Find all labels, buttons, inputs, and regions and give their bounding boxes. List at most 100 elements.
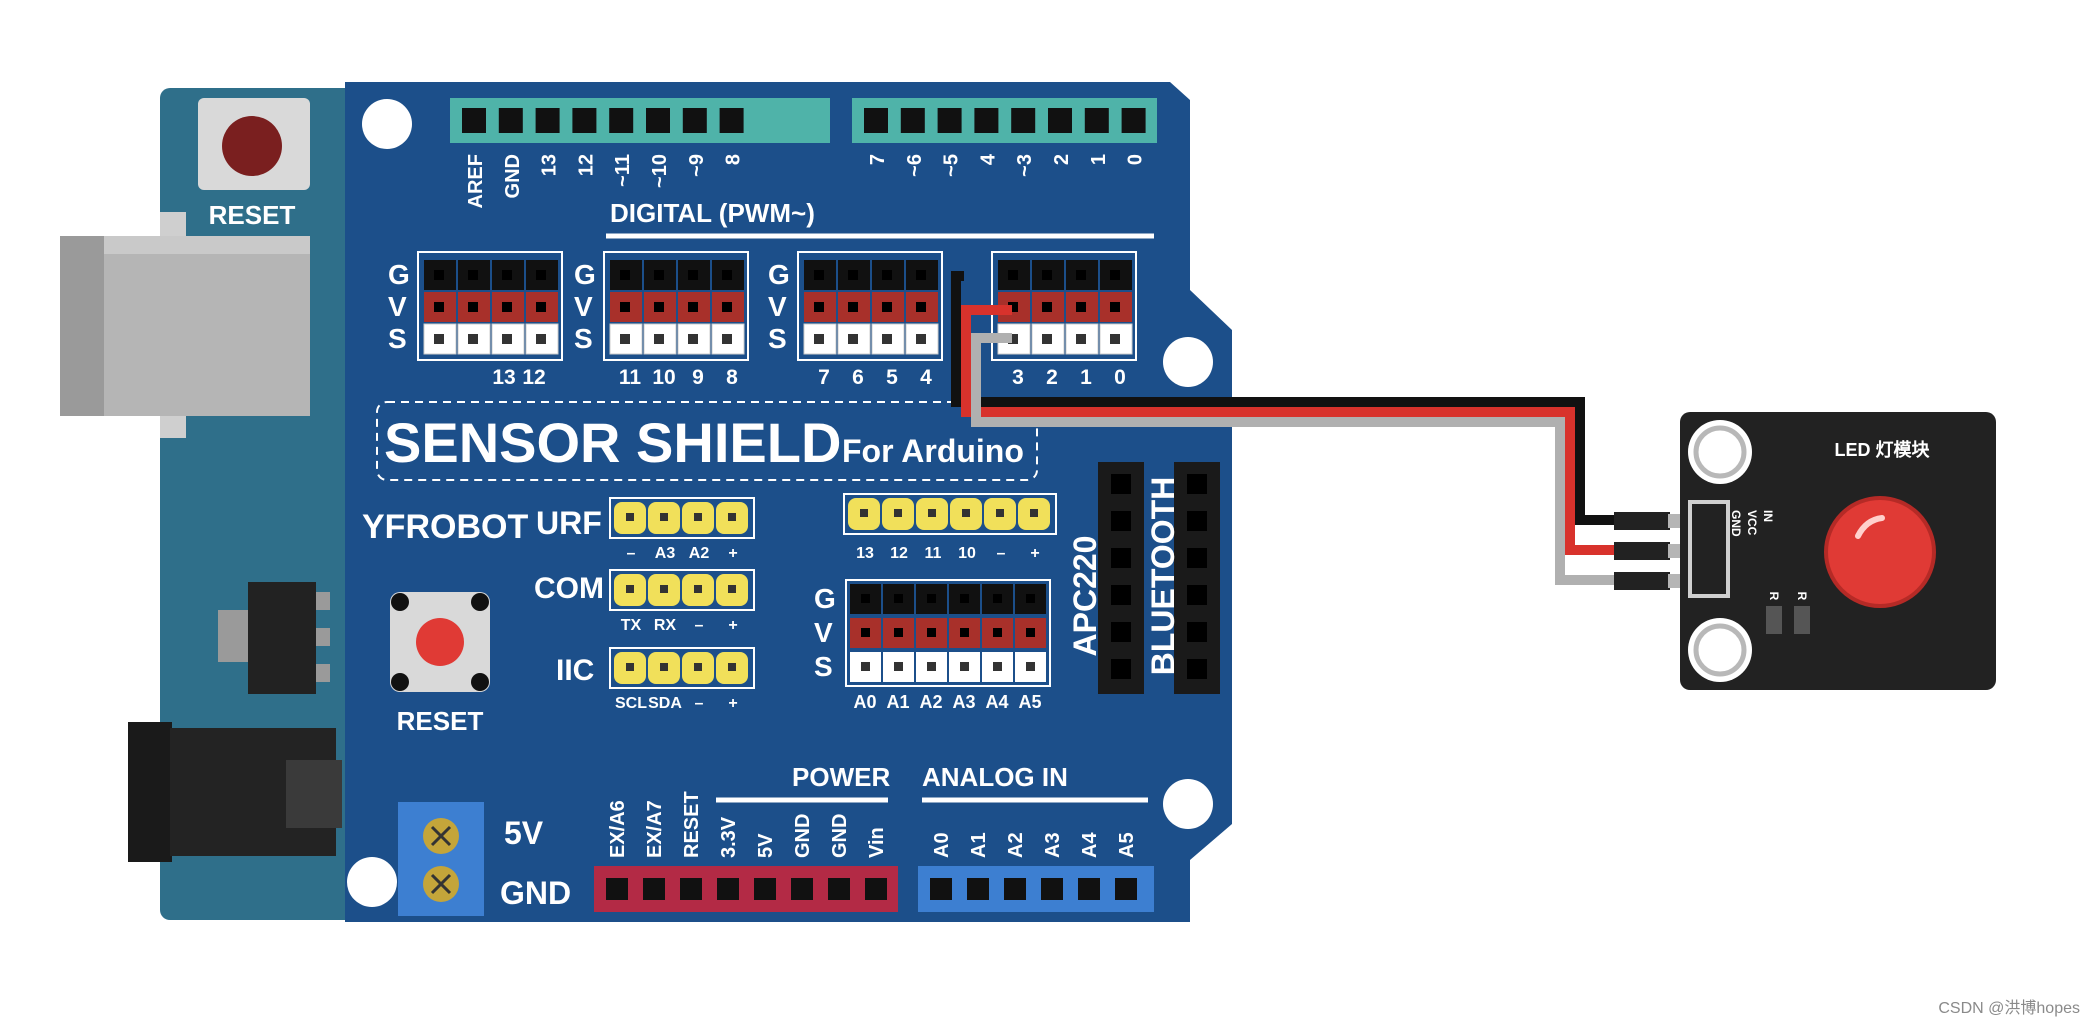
pin-hole: [1076, 334, 1086, 344]
apc220-pin: [1111, 474, 1131, 494]
gvs-header-frame: [797, 251, 943, 361]
pin-hole: [927, 628, 936, 637]
pin-hole: [1008, 270, 1018, 280]
analog-gvs-label: A4: [985, 692, 1008, 712]
analog-gvs-label: A1: [886, 692, 909, 712]
shield-reset-label: RESET: [397, 706, 484, 736]
digital-pin-label: 4: [977, 153, 999, 165]
pin-hole: [1008, 334, 1018, 344]
digital-pin-label: 2: [1051, 154, 1073, 165]
digital-pin-label: 1: [1088, 154, 1110, 165]
pin-hole: [962, 509, 970, 517]
pin-hole: [468, 334, 478, 344]
pin-hole: [814, 302, 824, 312]
led-lamp: [1824, 496, 1936, 608]
power-pin-label: EX/A6: [607, 800, 629, 858]
jumper-pin-label: SCL: [615, 695, 647, 712]
wire-signal: [971, 333, 1620, 585]
power-pin: [865, 878, 887, 900]
gvs-letter: V: [768, 291, 787, 322]
bluetooth-pin: [1187, 511, 1207, 531]
gvs-pin-label: 3: [1012, 366, 1024, 389]
analog-pin: [967, 878, 989, 900]
analog-pin-label: A3: [1042, 832, 1064, 858]
urf-label: URF: [536, 505, 602, 541]
jumper-pin-label: SDA: [648, 695, 682, 712]
analog-gvs-label: A3: [952, 692, 975, 712]
pin-hole: [960, 594, 969, 603]
dc-jack: [128, 722, 172, 862]
jumper-pin-label: –: [695, 695, 704, 712]
pin-hole: [536, 270, 546, 280]
digital-pin: [498, 108, 523, 133]
pin-hole: [960, 628, 969, 637]
apc220-pin: [1111, 659, 1131, 679]
pin-hole: [882, 302, 892, 312]
pin-hole: [861, 594, 870, 603]
pin-hole: [894, 628, 903, 637]
pin-hole: [1110, 334, 1120, 344]
power-pin: [791, 878, 813, 900]
pin-hole: [860, 509, 868, 517]
jumper-pin-label: 11: [925, 545, 942, 562]
digital-pin-label: 13: [539, 154, 561, 176]
gvs-pin-label: 8: [726, 366, 738, 389]
gvs-pin: [491, 323, 525, 355]
pin-hole: [434, 334, 444, 344]
digital-pin: [1121, 108, 1146, 133]
gvs-pin-label: 9: [692, 366, 704, 389]
shield-title: SENSOR SHIELD: [384, 411, 841, 474]
pin-hole: [894, 509, 902, 517]
analog-pin-label: A2: [1005, 832, 1027, 858]
pin-hole: [848, 302, 858, 312]
analog-pin: [1041, 878, 1063, 900]
gvs-letter: G: [768, 259, 790, 290]
terminal-5v-label: 5V: [504, 815, 544, 851]
jumper-frame: [609, 497, 755, 539]
pin-hole: [928, 509, 936, 517]
digital-pin: [535, 108, 560, 133]
digital-pin: [719, 108, 744, 133]
pin-hole: [993, 662, 1002, 671]
pin-hole: [1026, 594, 1035, 603]
pin-hole: [814, 334, 824, 344]
gvs-letter: G: [814, 583, 836, 614]
apc220-header: [1098, 462, 1144, 694]
pin-hole: [722, 302, 732, 312]
power-pin-label: GND: [792, 814, 814, 858]
pin-hole: [688, 270, 698, 280]
pin-hole: [660, 513, 668, 521]
analog-pin-label: A4: [1079, 832, 1101, 858]
digital-pin: [1011, 108, 1036, 133]
jumper-pin-label: –: [997, 545, 1006, 562]
jumper-pin-label: +: [1030, 545, 1039, 562]
pin-hole: [536, 302, 546, 312]
pin-hole: [1110, 302, 1120, 312]
pin-hole: [654, 334, 664, 344]
pin-hole: [1030, 509, 1038, 517]
pin-hole: [916, 302, 926, 312]
power-pin: [606, 878, 628, 900]
module-title: LED 灯模块: [1834, 439, 1930, 460]
pin-hole: [996, 509, 1004, 517]
analog-pin: [930, 878, 952, 900]
gvs-letter: G: [388, 259, 410, 290]
digital-pin: [1048, 108, 1072, 133]
mount-hole: [1163, 779, 1213, 829]
jumper-pin-label: –: [695, 617, 704, 634]
digital-pin-label: AREF: [465, 154, 487, 208]
pin-hole: [927, 662, 936, 671]
power-pin: [643, 878, 665, 900]
mount-hole: [347, 857, 397, 907]
gvs-pin: [643, 323, 677, 355]
jumper-pin-label: 10: [958, 545, 976, 562]
digital-pin-label: 7: [867, 154, 889, 165]
bluetooth-pin: [1187, 585, 1207, 605]
jumper-pin-label: TX: [621, 617, 642, 634]
gvs-pin-label: 5: [886, 366, 898, 389]
voltage-regulator: [248, 582, 316, 694]
wire-vcc: [961, 305, 1620, 555]
apc220-label: APC220: [1067, 536, 1103, 657]
pin-hole: [502, 270, 512, 280]
resistor-label: R: [1795, 592, 1809, 601]
